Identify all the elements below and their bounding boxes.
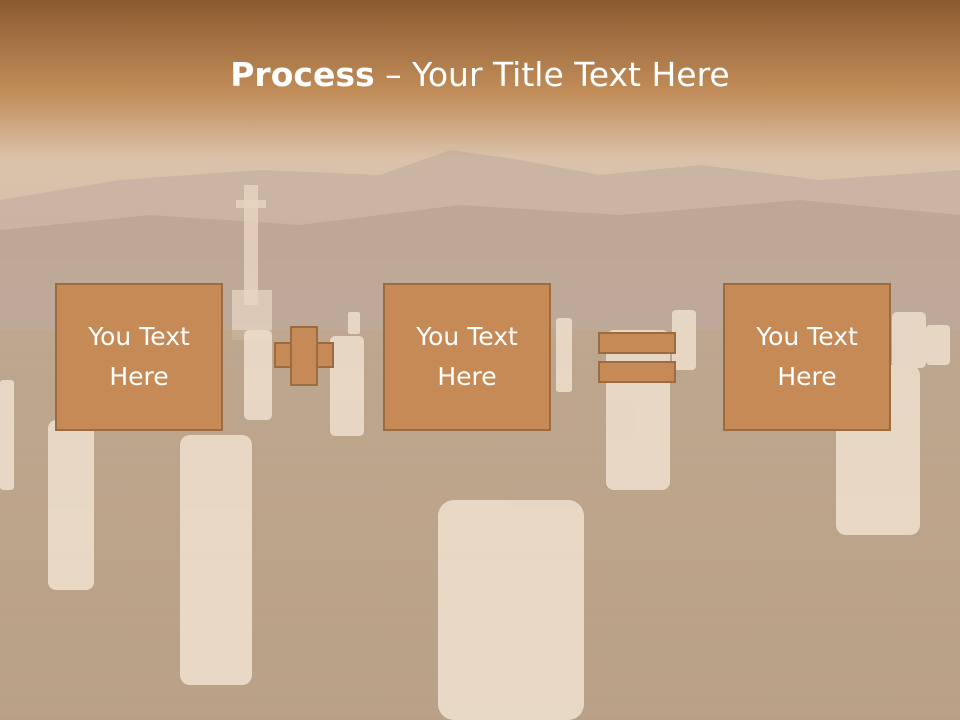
slide-title: Process – Your Title Text Here bbox=[0, 55, 960, 95]
title-bold: Process bbox=[230, 55, 375, 94]
process-box-1[interactable]: You Text Here bbox=[55, 283, 223, 431]
process-box-2-label: You Text Here bbox=[416, 322, 518, 391]
process-box-3[interactable]: You Text Here bbox=[723, 283, 891, 431]
process-box-3-label: You Text Here bbox=[756, 322, 858, 391]
title-rest: – Your Title Text Here bbox=[374, 55, 730, 94]
process-box-1-label: You Text Here bbox=[88, 322, 190, 391]
process-box-2[interactable]: You Text Here bbox=[383, 283, 551, 431]
